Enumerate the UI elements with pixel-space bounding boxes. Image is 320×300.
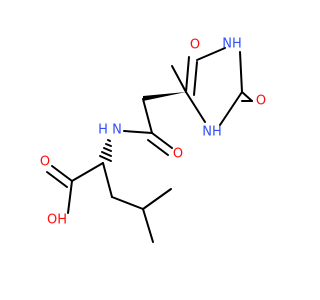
bond-c4-n3 — [196, 47, 226, 61]
bond-n3-c2 — [239, 51, 243, 93]
bond-c4-o-1 — [185, 56, 190, 93]
atom-label-o-acid: O — [40, 155, 50, 170]
bond-calpha-ccooh — [71, 162, 104, 182]
atom-label-h-amide: H — [98, 123, 108, 138]
atom-label-o-amide: O — [173, 147, 183, 162]
bond-ch2-camide — [142, 98, 153, 134]
bond-ccooh-oh — [67, 180, 73, 214]
atom-label-oh-acid: OH — [47, 213, 67, 228]
atom-label-o-ring-top: O — [190, 38, 200, 53]
bond-ccooh-o-2 — [46, 171, 68, 188]
bond-c5-c4 — [171, 65, 187, 93]
bond-c2-n1 — [219, 91, 243, 126]
bond-ccooh-o-1 — [51, 165, 73, 182]
atom-label-nh-ring-bottom: NH — [202, 125, 222, 140]
bond-calpha-ch2 — [102, 162, 113, 198]
bond-camide-o-2 — [147, 139, 169, 156]
atom-label-o-ring-right: O — [256, 94, 266, 109]
bond-camide-n — [123, 130, 153, 134]
bond-c4-o-2 — [193, 61, 198, 96]
bond-camide-o-1 — [151, 132, 173, 149]
atom-label-nh-ring-top: NH — [222, 37, 242, 52]
wedge-bond-c5-ch2 — [143, 92, 186, 101]
atom-label-n-amide: N — [112, 123, 122, 138]
bond-n1-c5 — [185, 91, 206, 123]
bond-ch-ch3a — [142, 208, 154, 243]
bond-c2-o-1 — [241, 91, 253, 102]
bond-ch2-ch — [111, 196, 144, 210]
hash-bond-n-calpha — [99, 139, 112, 162]
molecule-structure: O NH O NH N H O O OH — [40, 37, 266, 243]
bond-ch-ch3b — [142, 188, 172, 210]
